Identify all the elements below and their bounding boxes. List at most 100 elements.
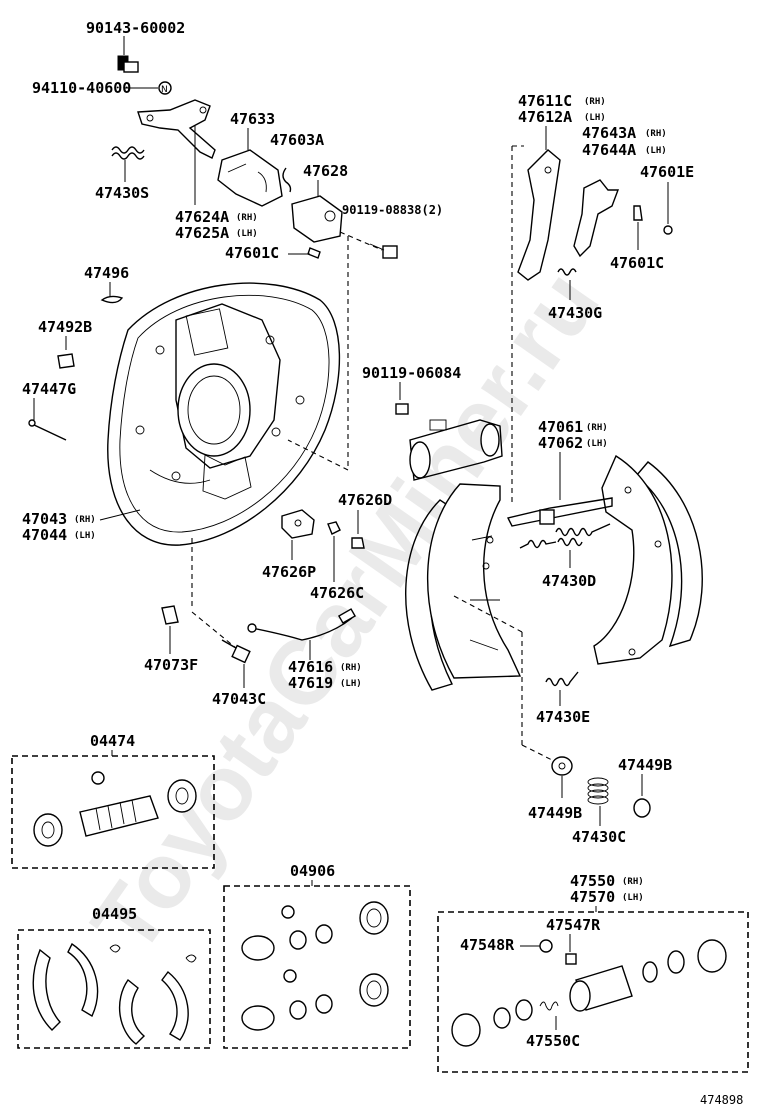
kit-04474-box (11, 755, 215, 869)
adjuster-47628 (291, 195, 343, 243)
cylinder-kit-47550 (451, 939, 727, 1047)
spring-47430D-upper (555, 523, 611, 537)
lever-47624A (137, 99, 216, 159)
label-47628: 47628 (303, 162, 348, 180)
label-04906: 04906 (290, 862, 335, 880)
label-47611C: 47611C (518, 92, 572, 110)
figure-number: 474898 (700, 1093, 743, 1107)
label-47061-suffix: (RH) (586, 423, 608, 433)
lever-47611C (517, 149, 561, 281)
label-47043: 47043 (22, 510, 67, 528)
clip-47601E (663, 225, 673, 235)
plug-47496 (100, 295, 124, 304)
label-47644A-suffix: (LH) (645, 146, 667, 156)
label-47548R: 47548R (460, 936, 515, 954)
kit-04495-box (17, 929, 211, 1049)
label-47547R: 47547R (546, 916, 601, 934)
spring-47430E (545, 671, 579, 687)
label-47430C: 47430C (572, 828, 626, 846)
pin-47449B-a (551, 756, 573, 776)
nut-47626D (351, 537, 365, 549)
lever-47643A (573, 179, 620, 258)
clip-47601C-a (307, 247, 321, 259)
label-47449B-a: 47449B (528, 804, 582, 822)
label-90119-06084: 90119-06084 (362, 364, 461, 382)
bolt-90119-08838 (369, 243, 398, 259)
label-47603A: 47603A (270, 131, 324, 149)
label-47430E: 47430E (536, 708, 590, 726)
label-04495: 04495 (92, 905, 137, 923)
label-47612A-suffix: (LH) (584, 113, 606, 123)
label-47612A: 47612A (518, 108, 572, 126)
brake-shoe-front (405, 483, 522, 691)
strut-47061 (506, 497, 613, 527)
retainer-47449B (633, 798, 651, 818)
label-47496: 47496 (84, 264, 129, 282)
label-47619-suffix: (LH) (340, 679, 362, 689)
bolt-47043C (221, 639, 251, 664)
label-47643A: 47643A (582, 124, 636, 142)
label-47044: 47044 (22, 526, 67, 544)
label-47550-suffix: (RH) (622, 877, 644, 887)
label-47624A-suffix: (RH) (236, 213, 258, 223)
label-47643A-suffix: (RH) (645, 129, 667, 139)
label-47062: 47062 (538, 434, 583, 452)
shoe-kit-04495 (32, 942, 197, 1045)
label-47044-suffix: (LH) (74, 531, 96, 541)
label-47570-suffix: (LH) (622, 893, 644, 903)
plate-47626P (281, 509, 315, 539)
label-47430G: 47430G (548, 304, 602, 322)
label-47626D: 47626D (338, 491, 392, 509)
plug-47492B (57, 353, 75, 369)
kit-47550-box (437, 911, 749, 1073)
seal-kit-04906 (241, 901, 389, 1031)
label-47624A: 47624A (175, 208, 229, 226)
label-47616: 47616 (288, 658, 333, 676)
label-47447G: 47447G (22, 380, 76, 398)
label-90143-60002: 90143-60002 (86, 19, 185, 37)
label-47043C: 47043C (212, 690, 266, 708)
cylinder-kit-04474 (33, 771, 197, 847)
cable-47616 (247, 608, 357, 641)
wheel-cylinder (409, 419, 503, 481)
bolt-90143-60002 (117, 55, 139, 73)
label-47644A: 47644A (582, 141, 636, 159)
label-47449B-b: 47449B (618, 756, 672, 774)
label-47626P: 47626P (262, 563, 316, 581)
kit-04906-box (223, 885, 411, 1049)
nut-94110-40600: N (158, 81, 172, 95)
washer-47626C (327, 521, 341, 535)
label-47619: 47619 (288, 674, 333, 692)
spring-47430C (587, 777, 609, 805)
spring-47430G (557, 268, 577, 276)
label-47611C-suffix: (RH) (584, 97, 606, 107)
label-04474: 04474 (90, 732, 135, 750)
bleeder-47073F (161, 605, 179, 625)
backing-plate-47043 (107, 282, 341, 546)
label-47626C: 47626C (310, 584, 364, 602)
label-47043-suffix: (RH) (74, 515, 96, 525)
clip-47603A (282, 167, 292, 193)
label-47570: 47570 (570, 888, 615, 906)
svg-text:N: N (161, 85, 168, 95)
pin-47447G (28, 419, 67, 441)
label-47073F: 47073F (144, 656, 198, 674)
spring-47430S (111, 146, 145, 160)
label-47601C-a: 47601C (225, 244, 279, 262)
label-47601C-b: 47601C (610, 254, 664, 272)
label-47062-suffix: (LH) (586, 439, 608, 449)
label-47550: 47550 (570, 872, 615, 890)
label-47492B: 47492B (38, 318, 92, 336)
label-47601E: 47601E (640, 163, 694, 181)
clip-47601C-b (633, 205, 643, 221)
label-47430S: 47430S (95, 184, 149, 202)
label-47616-suffix: (RH) (340, 663, 362, 673)
label-47625A: 47625A (175, 224, 229, 242)
label-90119-08838: 90119-08838(2) (342, 203, 443, 217)
brake-shoe-rear (593, 454, 703, 665)
label-47061: 47061 (538, 418, 583, 436)
label-47633: 47633 (230, 110, 275, 128)
bolt-90119-06084 (395, 403, 409, 415)
